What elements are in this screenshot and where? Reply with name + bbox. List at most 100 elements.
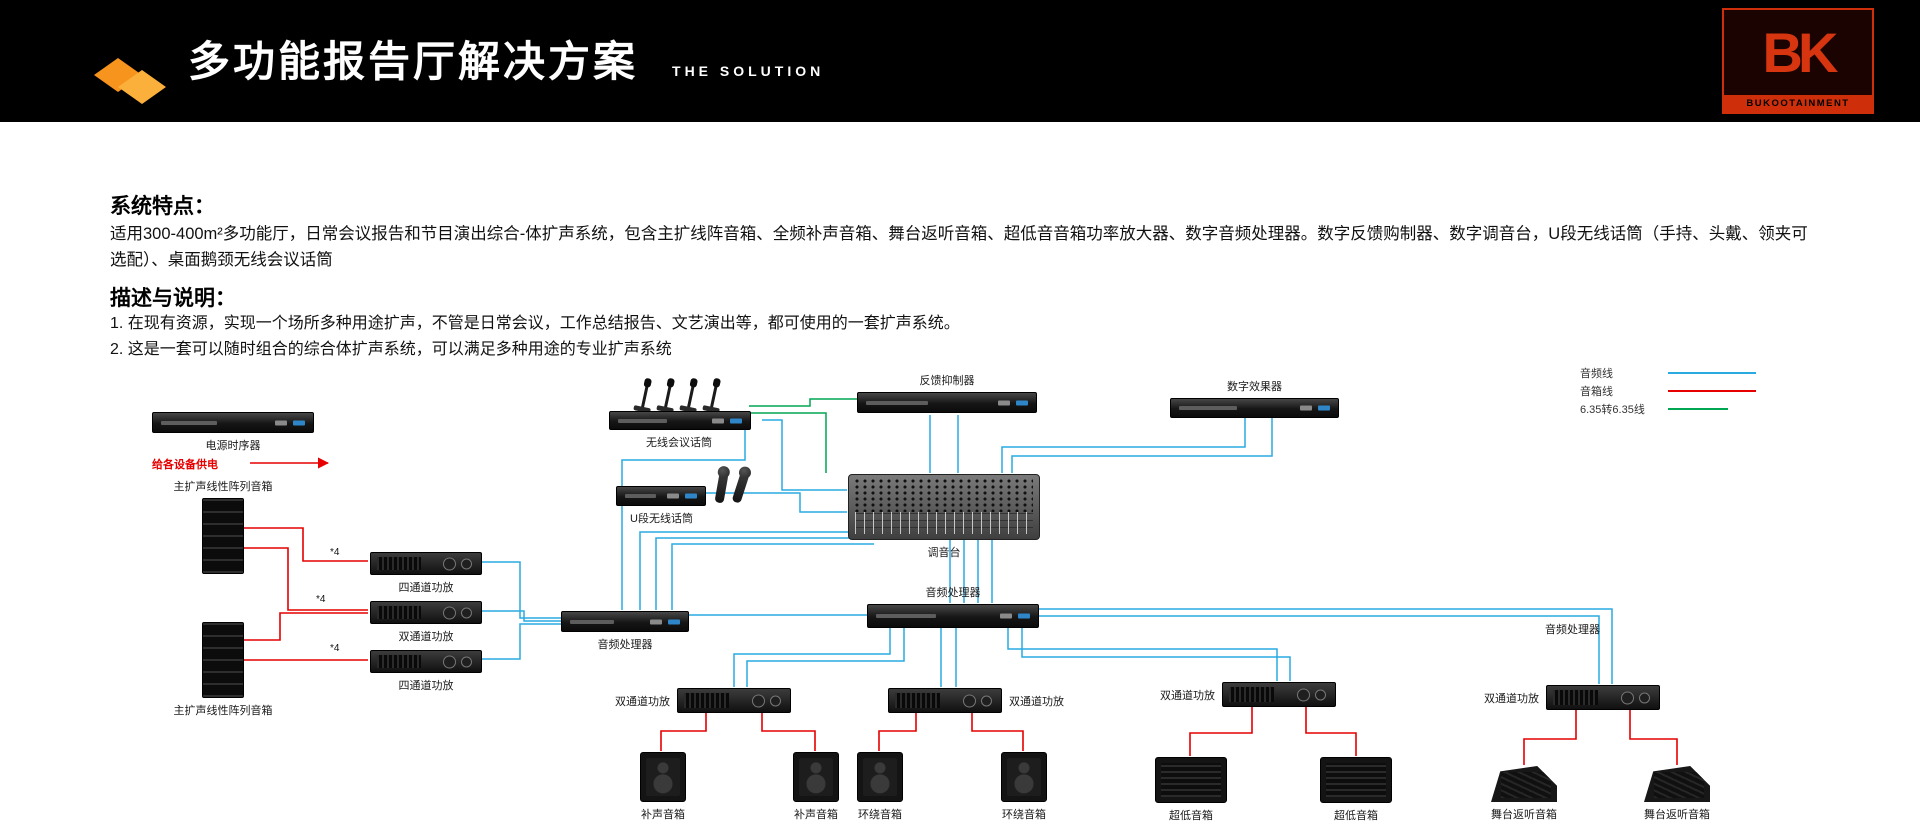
- legend-audio-row: 音频线: [1580, 364, 1756, 382]
- handheld-mic-icon: [731, 472, 750, 504]
- amp-four-bottom-image: [370, 650, 482, 673]
- amp-two-mid-image: [370, 601, 482, 624]
- mixer-device: 调音台: [848, 474, 1040, 559]
- legend-speaker-label: 音箱线: [1580, 386, 1613, 398]
- amp-four-top-device: 四通道功放: [370, 552, 482, 594]
- audio-processor-center-image: [867, 604, 1039, 628]
- handheld-mic-icon: [714, 472, 729, 504]
- amp-two-mid-device: 双通道功放: [370, 601, 482, 643]
- page-subtitle: THE SOLUTION: [672, 62, 825, 79]
- audio-processor-left-image: [561, 611, 689, 632]
- surround-speaker-1-device: 环绕音箱: [857, 752, 903, 821]
- amp-two-b2-image: [888, 688, 1002, 713]
- stage-monitor-2-label: 舞台返听音箱: [1644, 809, 1710, 821]
- amp-two-mid-label: 双通道功放: [398, 631, 454, 643]
- amp-four-top-image: [370, 552, 482, 575]
- amp-two-b4-label: 双通道功放: [1484, 692, 1539, 705]
- wireless-conference-mic-label: 无线会议话筒: [646, 437, 712, 449]
- audio-processor-left-device: 音频处理器: [561, 611, 689, 651]
- audio-processor-right-label: 音频处理器: [1545, 624, 1600, 636]
- feedback-suppressor-label: 反馈抑制器: [919, 375, 975, 387]
- surround-speaker-1-image: [857, 752, 903, 802]
- mixer-image: [848, 474, 1040, 540]
- fill-speaker-2-image: [793, 752, 839, 802]
- description-item-1: 1. 在现有资源，实现一个场所多种用途扩声，不管是日常会议，工作总结报告、文艺演…: [110, 315, 960, 332]
- fill-speaker-2-label: 补声音箱: [794, 809, 838, 821]
- page-title: 多功能报告厅解决方案: [188, 38, 639, 85]
- line-array-top-label: 主扩声线性阵列音箱: [173, 481, 273, 493]
- wire-legend: 音频线 音箱线 6.35转6.35线: [1580, 364, 1756, 418]
- amp-two-b3-image: [1222, 682, 1336, 707]
- amp-two-b3-label: 双通道功放: [1160, 689, 1215, 702]
- times4-label: *4: [330, 643, 340, 654]
- features-body: 适用300-400m²多功能厅，日常会议报告和节目演出综合-体扩声系统，包含主扩…: [110, 225, 1808, 269]
- description-item-2: 2. 这是一套可以随时组合的综合体扩声系统，可以满足多种用途的专业扩声系统: [110, 341, 672, 359]
- power-sequencer-image: [152, 412, 314, 433]
- legend-audio-label: 音频线: [1580, 368, 1613, 380]
- audio-processor-left-label: 音频处理器: [597, 639, 653, 651]
- amp-two-b4-image: [1546, 685, 1660, 710]
- surround-speaker-2-label: 环绕音箱: [1002, 809, 1046, 821]
- amp-two-b3-device: 双通道功放: [1160, 682, 1336, 707]
- digital-effects-label: 数字效果器: [1227, 381, 1282, 393]
- audio-processor-center-device: 音频处理器: [867, 587, 1039, 628]
- amp-two-b1-device: 双通道功放: [615, 688, 791, 713]
- brand-name: BUKOOTAINMENT: [1724, 95, 1872, 112]
- subwoofer-1-label: 超低音箱: [1169, 810, 1213, 822]
- features-heading: 系统特点：: [110, 195, 215, 218]
- legend-speaker-line-icon: [1668, 390, 1756, 392]
- times4-label: *4: [316, 594, 326, 605]
- times4-label: *4: [330, 547, 340, 558]
- uhf-wireless-mic-label: U段无线话筒: [630, 513, 693, 525]
- conference-receiver-image: [609, 411, 751, 430]
- surround-speaker-1-label: 环绕音箱: [858, 809, 902, 821]
- amp-two-b1-label: 双通道功放: [615, 695, 670, 708]
- line-array-bottom-image: [202, 622, 244, 698]
- surround-speaker-2-device: 环绕音箱: [1001, 752, 1047, 821]
- brand-logo: BK BUKOOTAINMENT: [1722, 8, 1874, 114]
- amp-two-b2-label: 双通道功放: [1009, 695, 1064, 708]
- stage-monitor-1-image: [1491, 766, 1557, 802]
- gooseneck-mic-icon: [640, 385, 649, 411]
- legend-speaker-row: 音箱线: [1580, 382, 1756, 400]
- title-block: 多功能报告厅解决方案 THE SOLUTION: [188, 36, 824, 89]
- wireless-conference-mic-device: 无线会议话筒: [609, 378, 751, 449]
- line-array-bottom-device: 主扩声线性阵列音箱: [174, 622, 273, 717]
- speaker-lines: [243, 457, 1678, 765]
- gooseneck-mic-icon: [663, 385, 672, 411]
- instrument-lines: [749, 398, 857, 473]
- fill-speaker-2-device: 补声音箱: [793, 752, 839, 821]
- brand-monogram: BK: [1762, 20, 1839, 84]
- amp-two-b1-image: [677, 688, 791, 713]
- gooseneck-mics-icon: [609, 378, 749, 411]
- uhf-wireless-mic-device: U段无线话筒: [616, 470, 750, 525]
- stage-monitor-1-device: 舞台返听音箱: [1491, 766, 1557, 821]
- amp-two-b2-device: 双通道功放: [888, 688, 1064, 713]
- gooseneck-mic-icon: [709, 385, 718, 411]
- subwoofer-1-image: [1155, 757, 1227, 803]
- stage-monitor-1-label: 舞台返听音箱: [1491, 809, 1557, 821]
- digital-effects-image: [1170, 398, 1339, 418]
- subwoofer-2-label: 超低音箱: [1334, 810, 1378, 822]
- subwoofer-2-image: [1320, 757, 1392, 803]
- line-array-top-device: 主扩声线性阵列音箱: [174, 481, 273, 574]
- digital-effects-device: 数字效果器: [1170, 381, 1339, 418]
- stage-monitor-2-device: 舞台返听音箱: [1644, 766, 1710, 821]
- feedback-suppressor-device: 反馈抑制器: [857, 375, 1037, 413]
- audio-lines: [482, 415, 1613, 687]
- legend-ts-line-icon: [1668, 408, 1728, 410]
- description-list: 1. 在现有资源，实现一个场所多种用途扩声，不管是日常会议，工作总结报告、文艺演…: [110, 312, 960, 364]
- power-note-label: 给各设备供电: [152, 459, 218, 471]
- description-heading: 描述与说明：: [110, 287, 236, 310]
- fill-speaker-1-label: 补声音箱: [641, 809, 685, 821]
- legend-ts-row: 6.35转6.35线: [1580, 400, 1756, 418]
- stage-monitor-2-image: [1644, 766, 1710, 802]
- amp-four-bottom-device: 四通道功放: [370, 650, 482, 692]
- logo-diamonds-icon: [94, 58, 184, 110]
- amp-four-bottom-label: 四通道功放: [398, 680, 454, 692]
- feedback-suppressor-image: [857, 392, 1037, 413]
- legend-ts-label: 6.35转6.35线: [1580, 404, 1645, 416]
- amp-four-top-label: 四通道功放: [398, 582, 454, 594]
